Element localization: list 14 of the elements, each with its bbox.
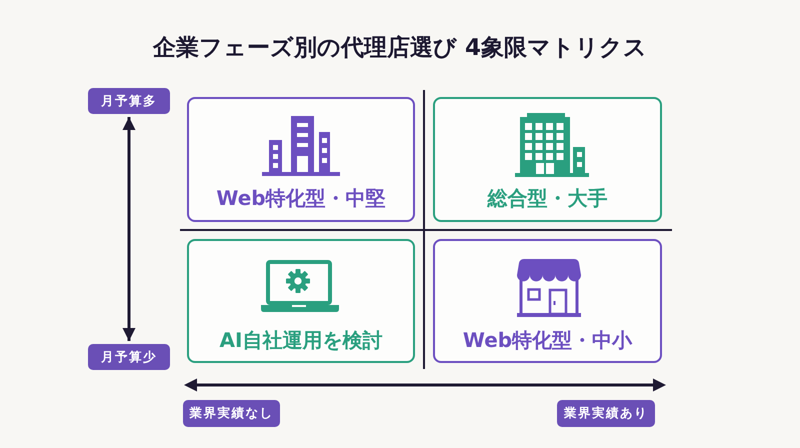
axis-label: 業界実績あり	[557, 400, 655, 427]
double-arrow	[122, 117, 136, 341]
box-label: 総合型・大手	[488, 185, 608, 211]
axis-label: 月予算少	[88, 344, 170, 370]
box-label: Web特化型・中小	[462, 327, 632, 353]
quadrant-box	[433, 239, 662, 363]
quadrant-box	[433, 97, 662, 222]
title: 企業フェーズ別の代理店選び 4象限マトリクス	[152, 34, 647, 63]
axis-label: 月予算多	[88, 88, 170, 114]
quadrant-box	[187, 97, 415, 222]
axis-label: 業界実績なし	[183, 400, 280, 427]
quadrant-box	[187, 239, 415, 363]
box-label: Web特化型・中堅	[216, 185, 386, 211]
box-label: AI自社運用を検討	[220, 327, 382, 353]
